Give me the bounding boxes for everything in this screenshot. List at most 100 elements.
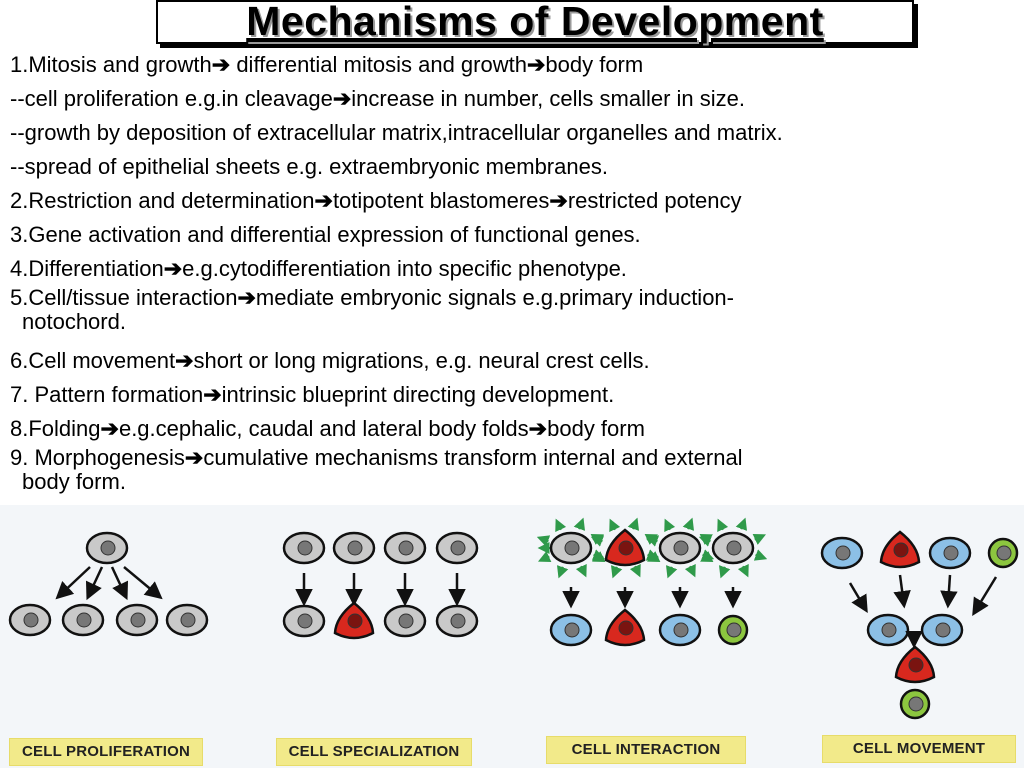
nucleus (347, 613, 363, 629)
signal-arrow (684, 563, 696, 578)
signal-arrow (610, 565, 623, 579)
item-text: intrinsic blueprint directing developmen… (221, 382, 615, 407)
nucleus (347, 540, 363, 556)
label-cell-specialization: CELL SPECIALIZATION (277, 739, 471, 765)
list-item: --spread of epithelial sheets e.g. extra… (10, 150, 1018, 184)
list-item: 4.Differentiation➔e.g.cytodifferentiatio… (10, 252, 1018, 286)
signal-arrow (629, 563, 641, 578)
item-text: mediate embryonic signals e.g.primary in… (255, 285, 734, 310)
item-text: --cell proliferation e.g.in cleavage (10, 86, 333, 111)
label-cell-movement: CELL MOVEMENT (823, 736, 1015, 762)
nucleus (23, 612, 39, 628)
signal-arrow (717, 518, 729, 533)
signal-arrow (556, 565, 569, 579)
nucleus (76, 612, 92, 628)
arrow-right-icon: ➔ (549, 188, 568, 213)
signal-arrow (575, 563, 587, 578)
arrow-right-icon: ➔ (314, 188, 333, 213)
list-item: --growth by deposition of extracellular … (10, 116, 1018, 150)
item-continuation: notochord. (22, 309, 126, 334)
cell-diagrams (0, 505, 1024, 768)
nucleus (130, 612, 146, 628)
signal-arrow (682, 517, 695, 531)
list-item: 5.Cell/tissue interaction➔mediate embryo… (10, 286, 1018, 334)
nucleus (673, 622, 689, 638)
title-box: Mechanisms of Development (156, 0, 914, 44)
arrow-right-icon: ➔ (163, 256, 183, 281)
item-text: 8.Folding (10, 416, 101, 441)
item-text: cumulative mechanisms transform internal… (203, 445, 743, 470)
arrow (972, 576, 998, 616)
signal-arrow (645, 535, 660, 547)
label-cell-proliferation: CELL PROLIFERATION (10, 739, 202, 765)
arrow-right-icon: ➔ (184, 445, 204, 470)
nucleus (996, 545, 1012, 561)
nucleus (893, 542, 909, 558)
arrow-right-icon: ➔ (332, 86, 352, 111)
list-item: 6.Cell movement➔short or long migrations… (10, 344, 1018, 378)
signal-arrow (591, 551, 606, 563)
item-text: 3.Gene activation and differential expre… (10, 222, 641, 247)
mechanism-list: 1.Mitosis and growth➔ differential mitos… (10, 48, 1018, 504)
signal-arrow (536, 535, 551, 547)
nucleus (835, 545, 851, 561)
arrow-right-icon: ➔ (526, 52, 546, 77)
signal-arrow (718, 565, 731, 579)
list-item: 8.Folding➔e.g.cephalic, caudal and later… (10, 412, 1018, 446)
list-item: 7. Pattern formation➔intrinsic blueprint… (10, 378, 1018, 412)
item-text: body form (547, 416, 645, 441)
nucleus (618, 620, 634, 636)
nucleus (297, 613, 313, 629)
item-text: 4.Differentiation (10, 256, 164, 281)
arrow (123, 566, 163, 600)
arrow-right-icon: ➔ (528, 416, 548, 441)
item-text: --spread of epithelial sheets e.g. extra… (10, 154, 608, 179)
arrow (940, 574, 958, 609)
list-item: --cell proliferation e.g.in cleavage➔inc… (10, 82, 1018, 116)
nucleus (100, 540, 116, 556)
signal-arrow (698, 535, 713, 547)
signal-arrow (537, 551, 552, 563)
nucleus (881, 622, 897, 638)
signal-arrow (627, 517, 640, 531)
nucleus (398, 613, 414, 629)
nucleus (935, 622, 951, 638)
nucleus (943, 545, 959, 561)
signal-arrow (590, 535, 605, 547)
signal-arrow (665, 565, 678, 579)
arrow (110, 566, 129, 601)
nucleus (450, 540, 466, 556)
list-item: 2.Restriction and determination➔totipote… (10, 184, 1018, 218)
nucleus (908, 696, 924, 712)
cells-layer (8, 517, 1019, 720)
nucleus (450, 613, 466, 629)
item-text: restricted potency (567, 188, 742, 213)
nucleus (564, 622, 580, 638)
nucleus (726, 622, 742, 638)
item-text: 7. Pattern formation (10, 382, 204, 407)
signal-arrow (609, 518, 621, 533)
item-continuation: body form. (22, 469, 126, 494)
nucleus (564, 540, 580, 556)
arrow-right-icon: ➔ (237, 285, 256, 310)
label-cell-interaction: CELL INTERACTION (547, 737, 745, 763)
item-text: --growth by deposition of extracellular … (10, 120, 783, 145)
item-text: 9. Morphogenesis (10, 445, 185, 470)
nucleus (673, 540, 689, 556)
signal-arrow (752, 533, 767, 545)
signal-arrow (555, 518, 567, 533)
signal-arrow (753, 549, 768, 561)
nucleus (726, 540, 742, 556)
arrow-right-icon: ➔ (211, 52, 231, 77)
item-text: e.g.cytodifferentiation into specific ph… (182, 256, 627, 281)
list-item: 1.Mitosis and growth➔ differential mitos… (10, 48, 1018, 82)
arrow (55, 566, 91, 600)
diagram-panel: CELL PROLIFERATION CELL SPECIALIZATION C… (0, 505, 1024, 768)
item-text: 6.Cell movement (10, 348, 176, 373)
list-item: 9. Morphogenesis➔cumulative mechanisms t… (10, 446, 1018, 494)
arrow-right-icon: ➔ (100, 416, 119, 441)
item-text: 1.Mitosis and growth (10, 52, 212, 77)
arrow-right-icon: ➔ (175, 348, 194, 373)
arrow (85, 566, 104, 601)
cell-diagram-svg (8, 517, 1019, 720)
